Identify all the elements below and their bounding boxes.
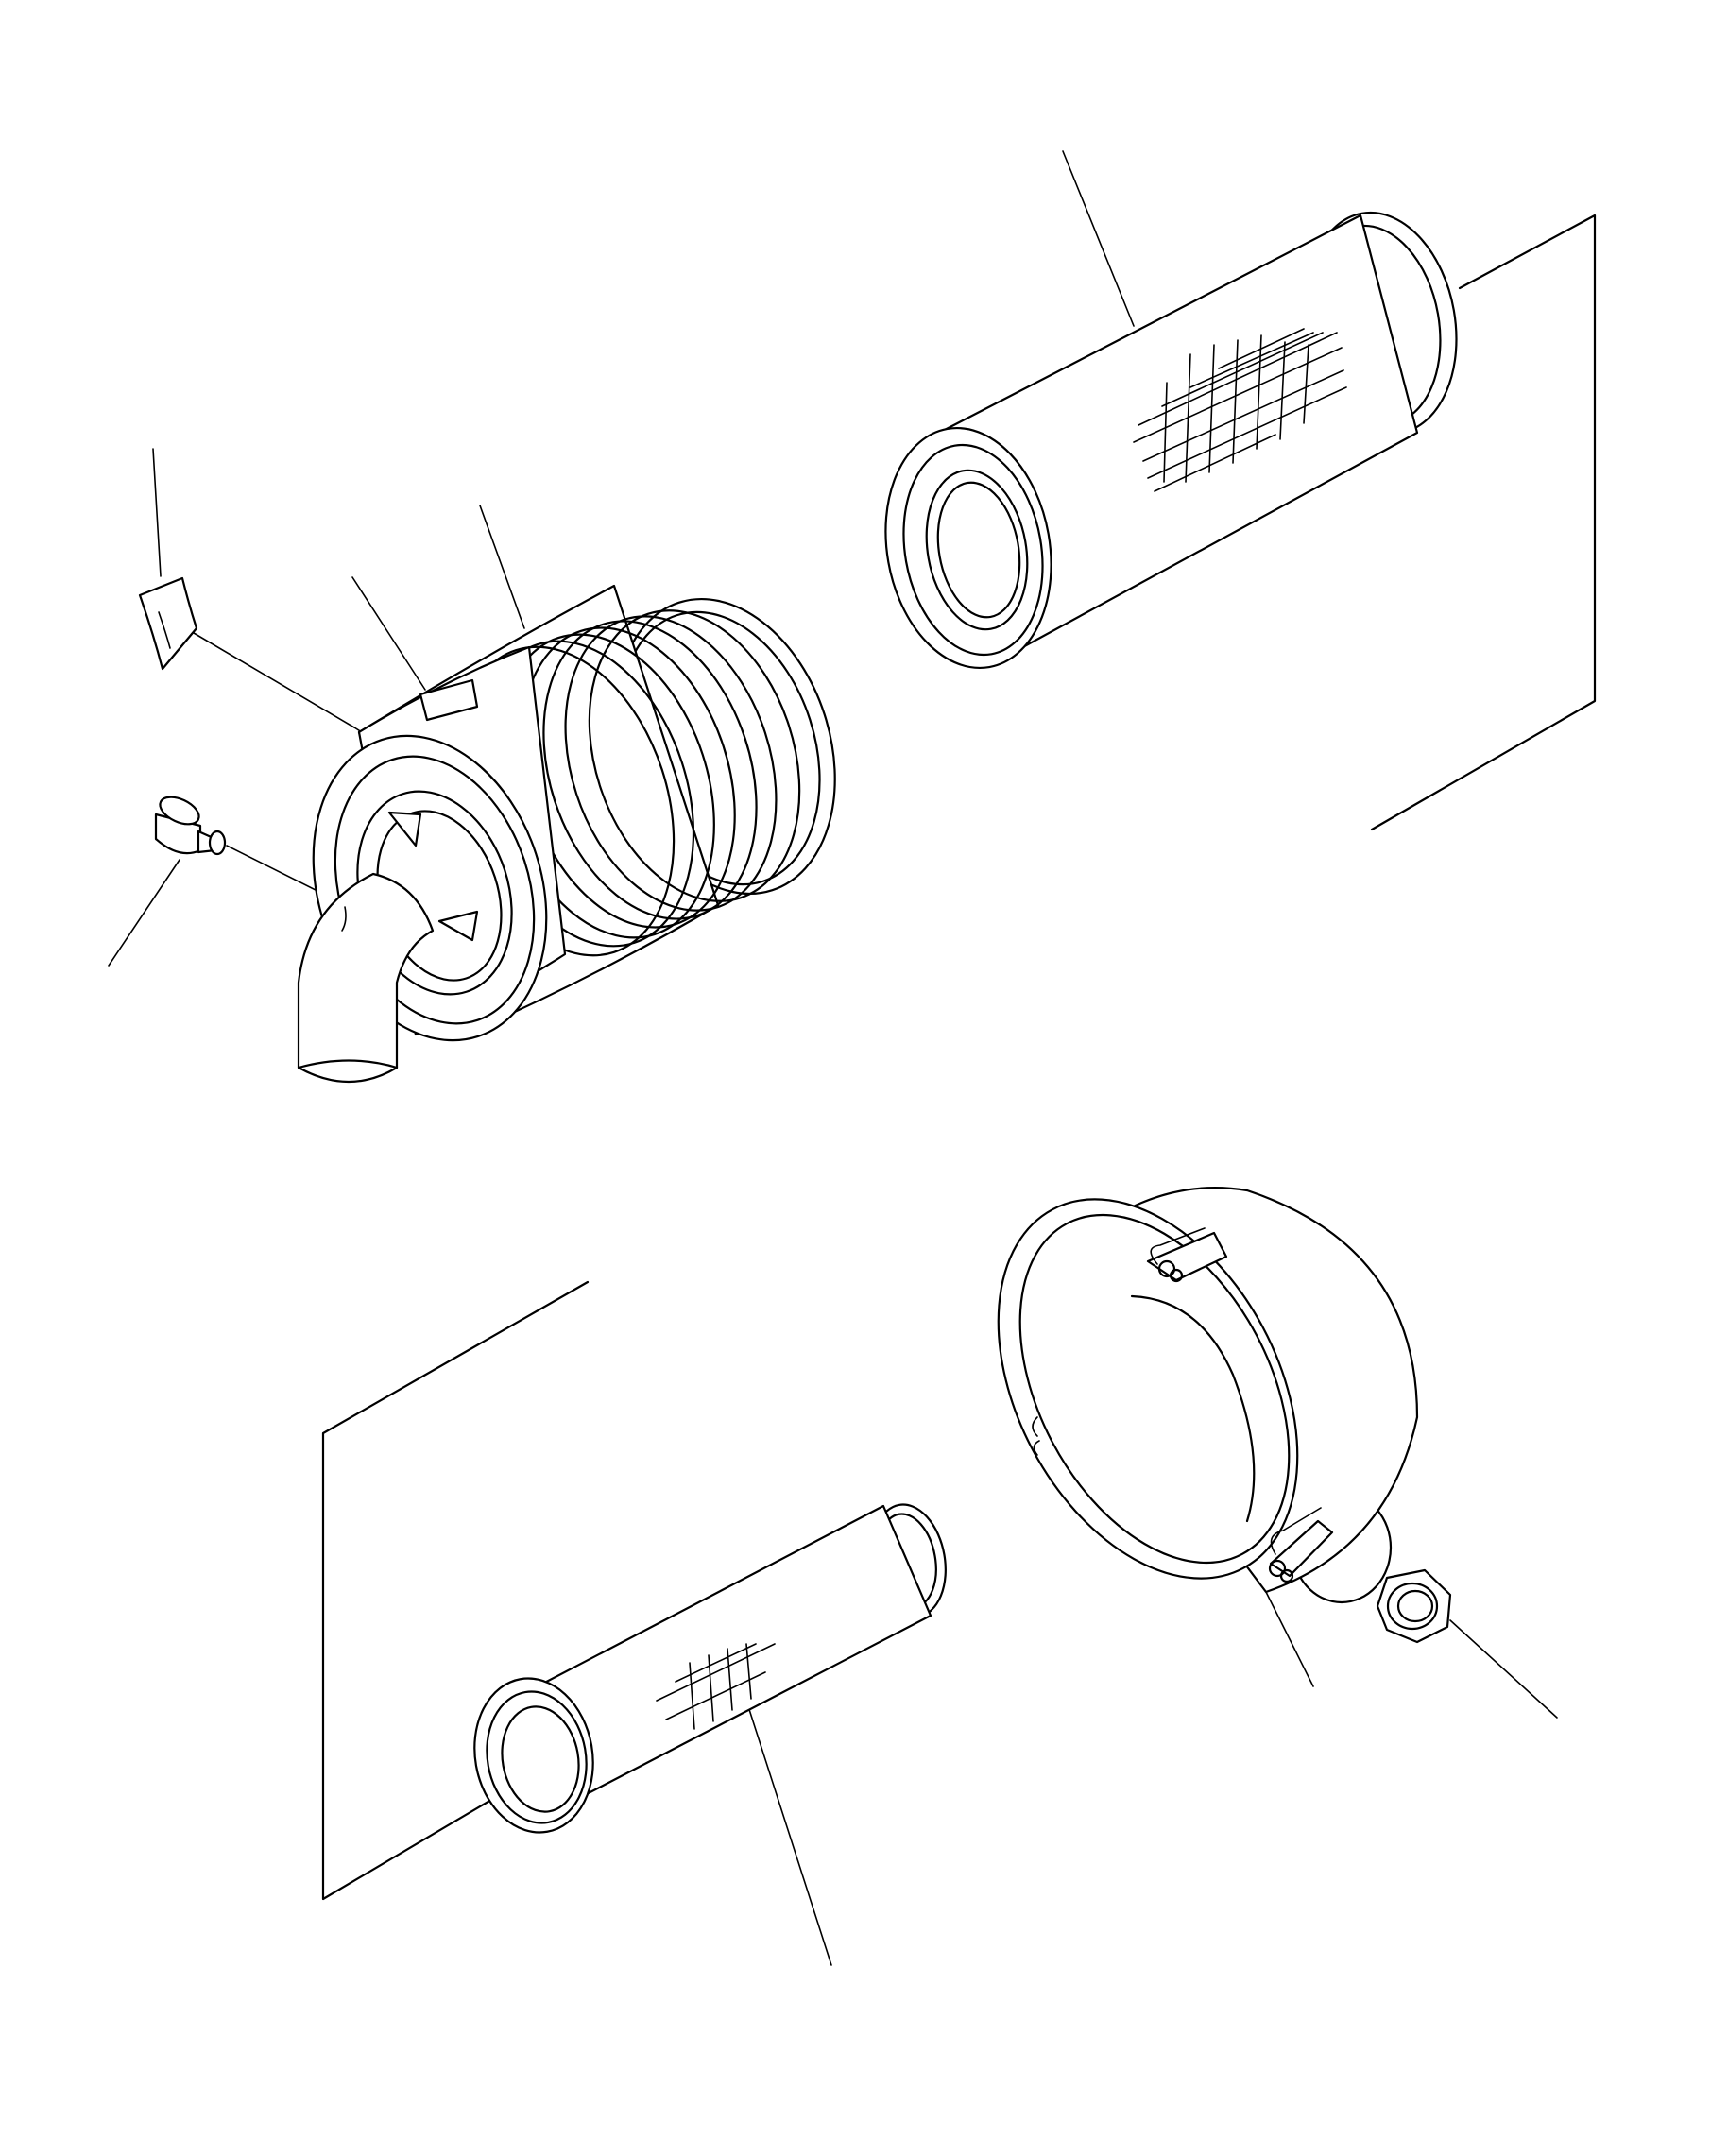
small-mesh-pattern — [656, 1643, 776, 1730]
decal-assembly-line — [193, 632, 355, 728]
cover-with-clamps-icon — [997, 1187, 1419, 1604]
leader-indicator — [108, 859, 180, 967]
safety-filter-element-icon — [473, 1503, 947, 1834]
leader-decal — [152, 448, 162, 577]
mesh-pattern — [1133, 328, 1347, 492]
leader-safety-element — [745, 1700, 832, 1966]
nut-icon — [1376, 1568, 1452, 1644]
primary-filter-element-icon — [884, 211, 1458, 670]
upper-plane-panel — [1370, 214, 1597, 831]
leader-housing — [479, 505, 525, 629]
leader-nut — [1449, 1619, 1558, 1719]
leader-primary-element — [1062, 150, 1135, 327]
leader-housing-band — [351, 576, 426, 691]
air-cleaner-housing-icon — [297, 584, 836, 1083]
decal-label-icon — [138, 576, 198, 671]
lower-plane-panel — [321, 1280, 590, 1901]
restriction-indicator-icon — [154, 796, 227, 856]
